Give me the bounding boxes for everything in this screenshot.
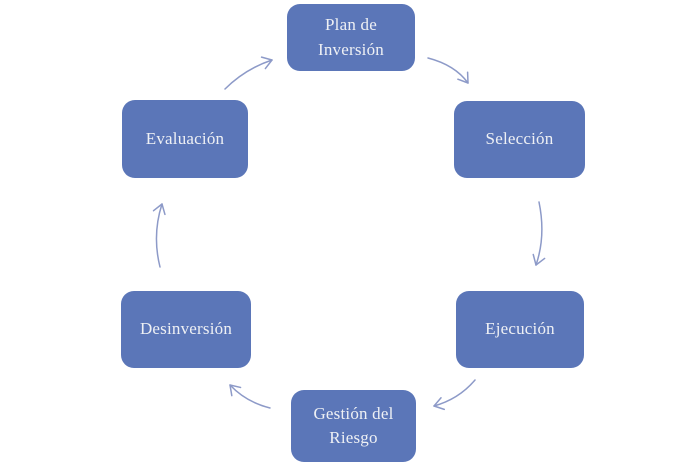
node-evaluacion: Evaluación: [122, 100, 248, 178]
arrow-gestion-to-desinversion-icon: [229, 384, 271, 409]
arrow-plan-to-seleccion-icon: [427, 57, 469, 84]
node-label: Evaluación: [145, 128, 225, 148]
node-label: Selección: [485, 129, 554, 149]
node-ejecucion: Ejecución: [456, 291, 584, 368]
arrow-seleccion-to-ejecucion-icon: [532, 201, 546, 266]
node-label: Desinversión: [139, 319, 233, 339]
node-seleccion: Selección: [454, 101, 585, 178]
node-label: Plan de Inversión: [317, 15, 384, 59]
node-gestion-del-riesgo: Gestión del Riesgo: [291, 390, 416, 462]
arrow-ejecucion-to-gestion-icon: [433, 379, 476, 411]
node-label: Gestión del Riesgo: [313, 403, 394, 447]
arrow-evaluacion-to-plan-icon: [224, 56, 273, 90]
node-desinversion: Desinversión: [121, 291, 251, 368]
node-label: Ejecución: [485, 319, 555, 339]
arrow-desinversion-to-evaluacion-icon: [152, 203, 166, 268]
node-plan-de-inversion: Plan de Inversión: [287, 4, 415, 71]
